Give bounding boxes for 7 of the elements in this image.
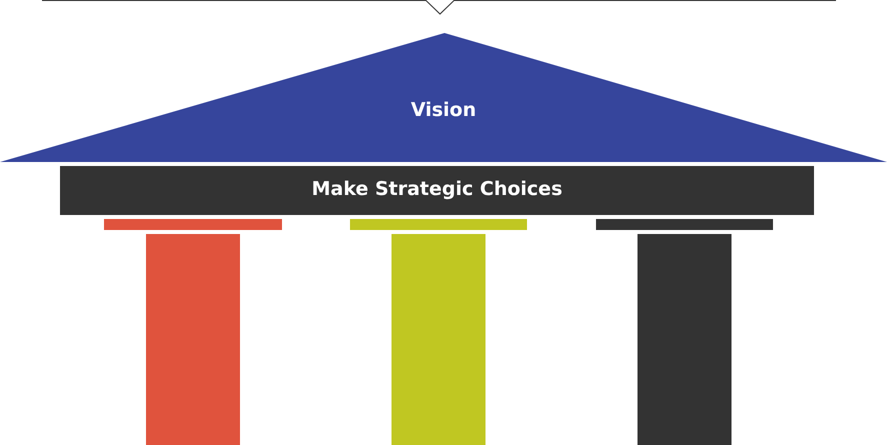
pillar-drawing bbox=[350, 219, 527, 445]
heading-text: Make Strategic Choices bbox=[310, 178, 564, 200]
beam-bar bbox=[60, 166, 814, 215]
pillar-drawing bbox=[596, 219, 773, 445]
heading-text: Vision bbox=[410, 99, 478, 121]
roof-triangle bbox=[0, 33, 887, 162]
pillar-drawing bbox=[104, 219, 282, 445]
